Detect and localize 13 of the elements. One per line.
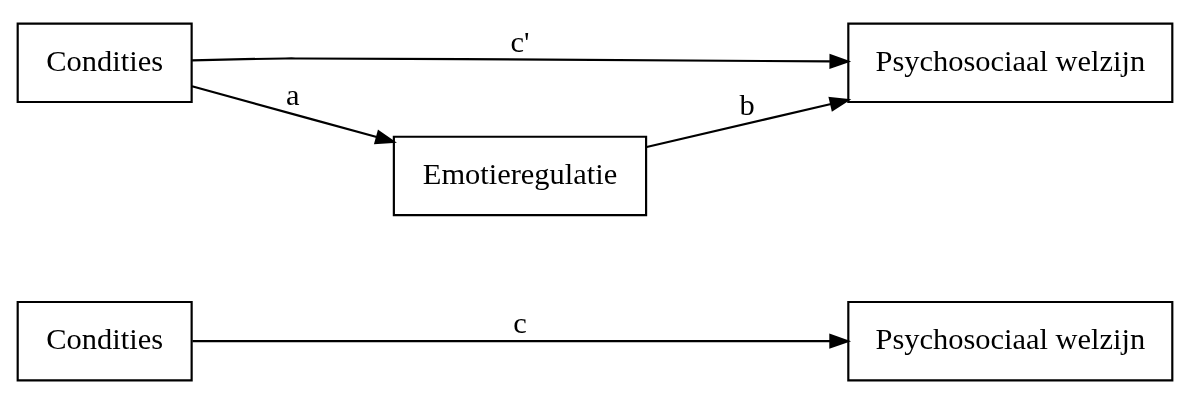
edge-label: c' — [510, 24, 530, 59]
edge-label: a — [286, 77, 300, 112]
arrow — [192, 333, 852, 349]
edge-label: b — [739, 87, 755, 122]
node-box: Condities — [16, 300, 193, 381]
node-box: Psychosociaal welzijn — [847, 300, 1174, 381]
arrow — [192, 53, 852, 69]
edge-label: c — [513, 305, 527, 340]
arrow — [191, 84, 397, 144]
node-box: Condities — [16, 22, 193, 103]
arrow — [646, 96, 852, 148]
node-box: Psychosociaal welzijn — [847, 22, 1174, 103]
node-box: Emotieregulatie — [392, 135, 648, 216]
